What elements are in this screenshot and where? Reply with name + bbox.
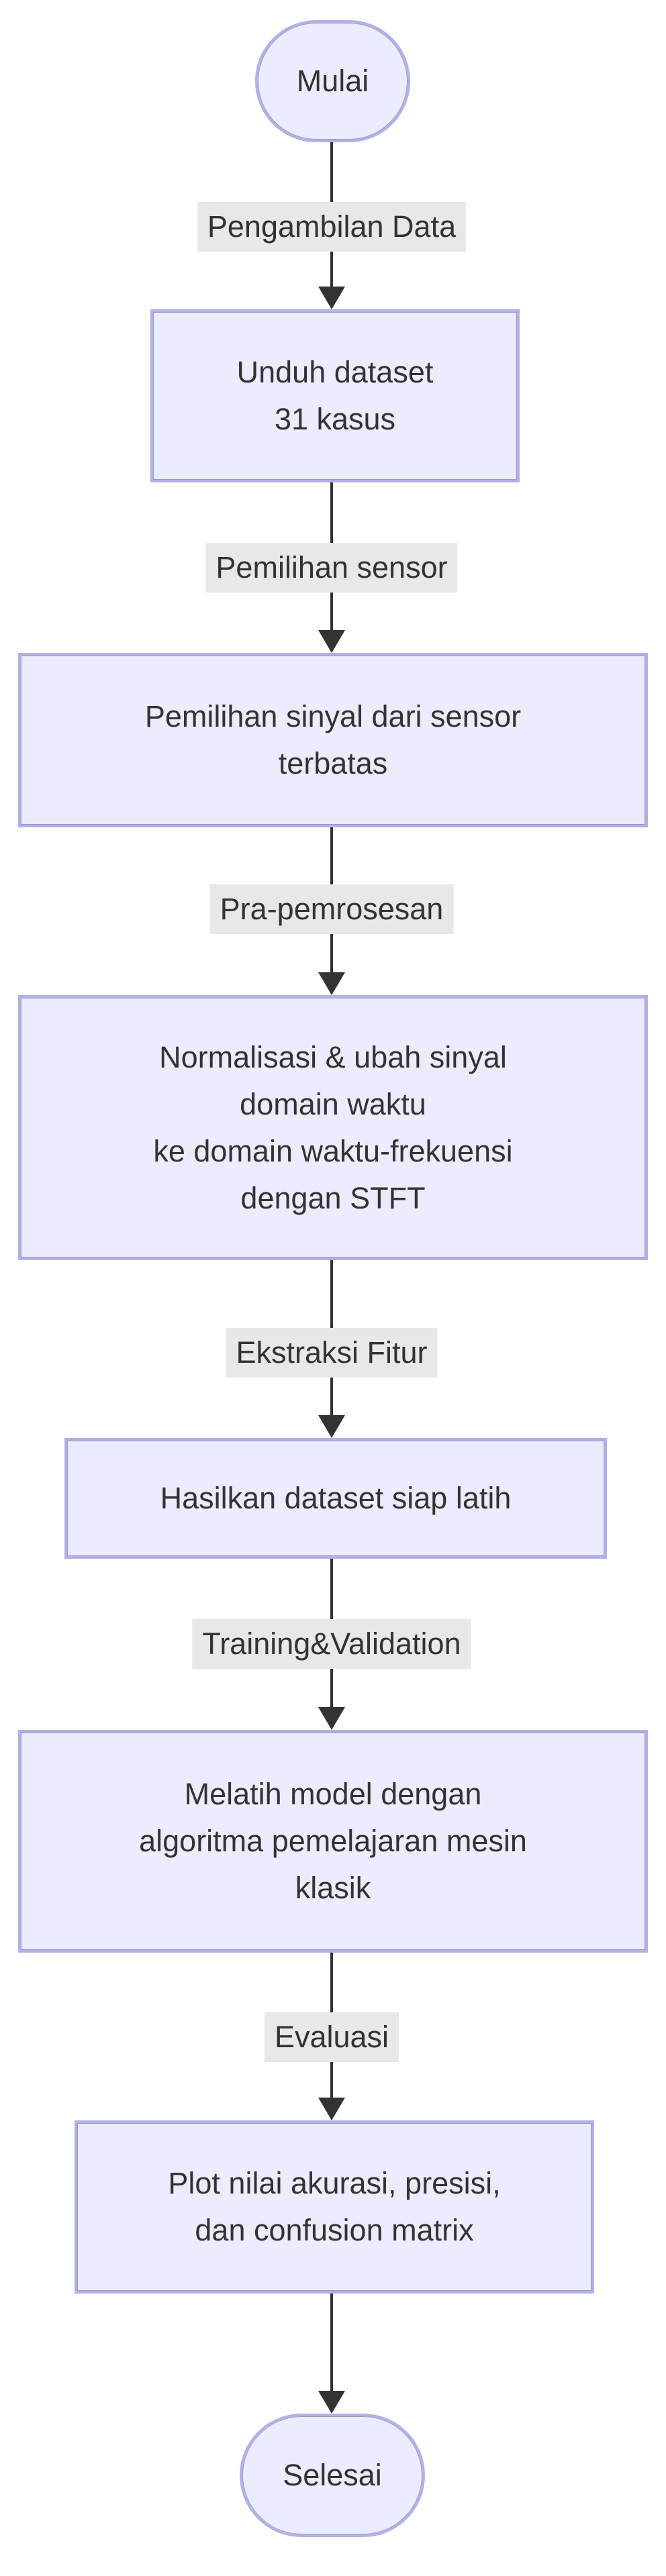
node-unduh-dataset: Unduh dataset 31 kasus	[150, 309, 520, 482]
node-label: Melatih model dengan	[184, 1777, 482, 1811]
edge-label-evaluasi: Evaluasi	[264, 2012, 399, 2062]
arrowhead-icon	[318, 1415, 345, 1438]
node-label: klasik	[295, 1871, 371, 1905]
arrowhead-icon	[318, 2098, 345, 2120]
node-label: dan confusion matrix	[195, 2213, 474, 2247]
node-pemilihan-sinyal: Pemilihan sinyal dari sensor terbatas	[18, 653, 648, 827]
node-start-mulai: Mulai	[255, 20, 410, 142]
node-end-selesai: Selesai	[240, 2414, 425, 2537]
arrowhead-icon	[318, 2391, 345, 2414]
node-label: algoritma pemelajaran mesin	[139, 1824, 527, 1858]
node-label: Plot nilai akurasi, presisi,	[168, 2166, 501, 2200]
node-label: Mulai	[296, 64, 369, 98]
node-label: dengan STFT	[240, 1180, 426, 1215]
node-melatih-model: Melatih model dengan algoritma pemelajar…	[18, 1730, 648, 1953]
node-hasilkan-dataset: Hasilkan dataset siap latih	[64, 1438, 607, 1559]
edge-plot-to-end	[316, 2294, 347, 2414]
arrowhead-icon	[318, 1707, 345, 1730]
node-normalisasi-stft: Normalisasi & ubah sinyal domain waktu k…	[18, 995, 648, 1260]
node-label: Pemilihan sinyal dari sensor	[144, 699, 522, 733]
arrowhead-icon	[318, 630, 345, 653]
edge-label-ekstraksi-fitur: Ekstraksi Fitur	[226, 1328, 438, 1378]
edge-label-pra-pemrosesan: Pra-pemrosesan	[209, 884, 454, 934]
edge-line	[330, 2294, 333, 2391]
edge-label-training-validation: Training&Validation	[192, 1619, 471, 1669]
edge-label-pengambilan-data: Pengambilan Data	[197, 202, 467, 252]
node-label: Selesai	[283, 2458, 382, 2492]
arrowhead-icon	[318, 972, 345, 995]
node-label: Normalisasi & ubah sinyal	[159, 1039, 507, 1074]
edge-label-pemilihan-sensor: Pemilihan sensor	[205, 543, 458, 593]
node-label: ke domain waktu-frekuensi	[153, 1133, 513, 1168]
node-plot-evaluasi: Plot nilai akurasi, presisi, dan confusi…	[75, 2120, 594, 2294]
node-label: terbatas	[278, 746, 388, 780]
node-label: 31 kasus	[274, 402, 396, 436]
node-label: Hasilkan dataset siap latih	[160, 1481, 512, 1515]
node-label: domain waktu	[240, 1086, 426, 1121]
node-label: Unduh dataset	[236, 355, 434, 389]
arrowhead-icon	[318, 287, 345, 309]
